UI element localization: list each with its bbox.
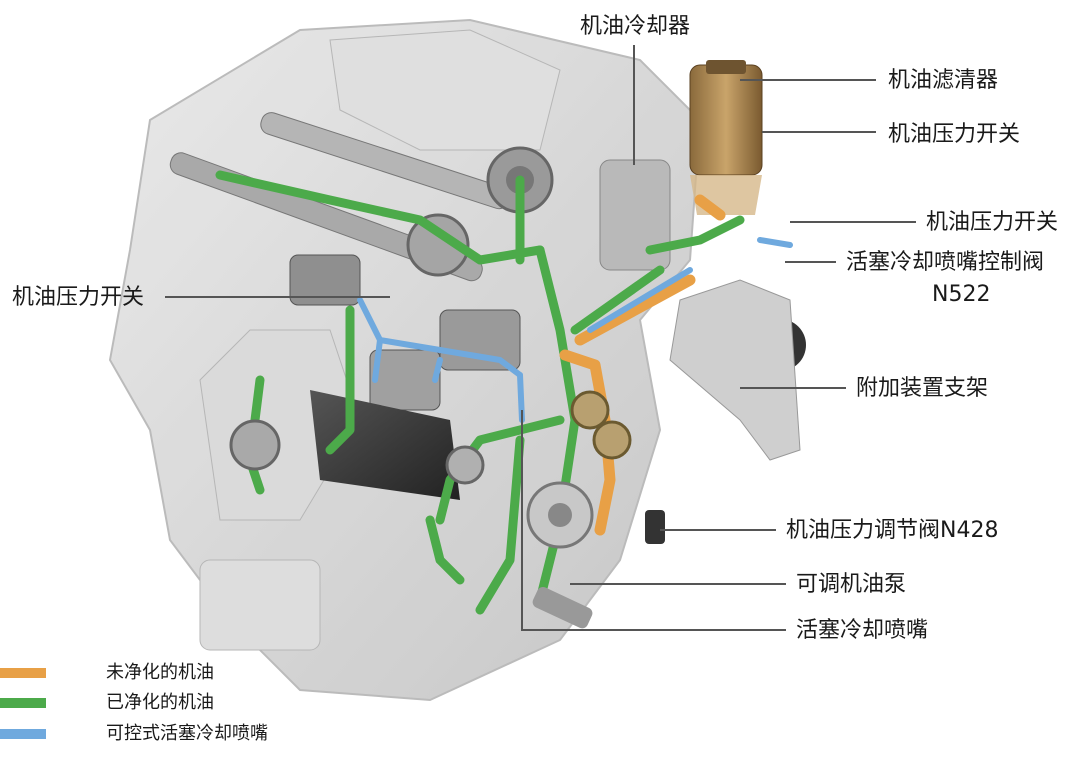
- label-oil-pressure-switch-mid: 机油压力开关: [926, 210, 1059, 235]
- legend-swatch-filtered: [0, 698, 46, 708]
- oil-filter-assembly: [599, 60, 806, 461]
- legend-label-unfiltered: 未净化的机油: [106, 662, 214, 683]
- legend-label-filtered: 已净化的机油: [106, 692, 214, 713]
- label-oil-cooler: 机油冷却器: [580, 14, 691, 39]
- label-oil-pressure-switch-top: 机油压力开关: [888, 122, 1021, 147]
- label-pressure-reg-valve: 机油压力调节阀N428: [786, 518, 999, 543]
- label-accessory-bracket: 附加装置支架: [856, 376, 989, 401]
- leader-piston-cooling-jet: [521, 410, 786, 631]
- leader-lines: [165, 45, 916, 631]
- label-variable-oil-pump: 可调机油泵: [796, 572, 907, 597]
- label-oil-pressure-switch-left: 机油压力开关: [12, 285, 145, 310]
- legend-item-filtered: 已净化的机油: [0, 692, 300, 714]
- legend-swatch-piston-jet: [0, 729, 46, 739]
- label-piston-jet-valve-code: N522: [932, 282, 991, 307]
- legend-label-piston-jet: 可控式活塞冷却喷嘴: [106, 723, 268, 744]
- legend-item-unfiltered: 未净化的机油: [0, 662, 300, 684]
- oil-pump-gears: [229, 390, 665, 629]
- label-piston-jet-valve: 活塞冷却喷嘴控制阀: [846, 250, 1045, 275]
- legend-item-piston-jet: 可控式活塞冷却喷嘴: [0, 723, 320, 745]
- piston-jet-paths: [357, 237, 793, 423]
- label-oil-filter: 机油滤清器: [888, 68, 999, 93]
- legend-swatch-unfiltered: [0, 668, 46, 678]
- label-piston-cooling-jet: 活塞冷却喷嘴: [796, 618, 929, 643]
